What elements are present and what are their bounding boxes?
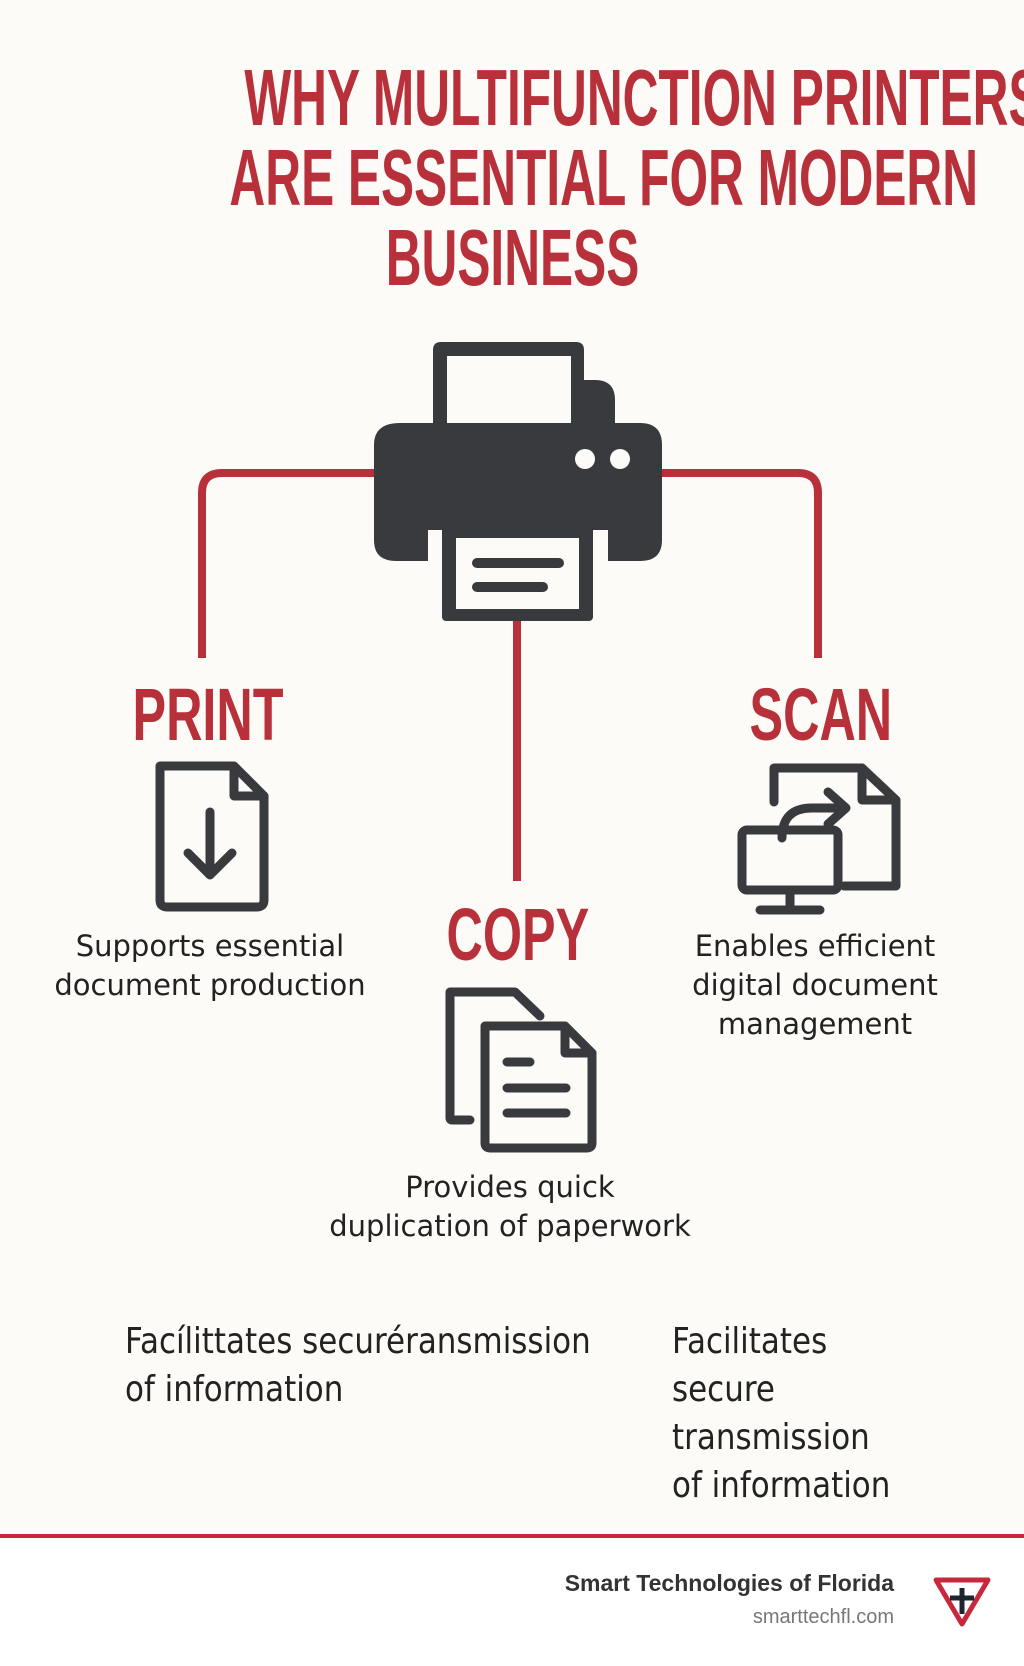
page-title-line-3: BUSINESS [385, 213, 639, 302]
footer [0, 1538, 1024, 1666]
copy-documents-icon [445, 987, 597, 1153]
scan-to-computer-icon [737, 763, 901, 915]
connector-lines [198, 469, 822, 881]
connector-print [198, 469, 376, 658]
document-download-icon [155, 761, 269, 912]
company-name: Smart Technologies of Florida [564, 1570, 894, 1596]
page-title-line-2: ARE ESSENTIAL FOR MODERN [229, 133, 979, 222]
function-label-scan: SCAN [749, 673, 893, 756]
company-url: smarttechfl.com [752, 1606, 894, 1628]
page-title-line-1: WHY MULTIFUNCTION PRINTERS [244, 53, 1024, 142]
smart-technologies-logo [933, 1577, 991, 1627]
footer-divider [0, 1534, 1024, 1538]
printer-icon [374, 342, 662, 621]
connector-scan [660, 469, 822, 658]
function-label-print: PRINT [132, 673, 284, 756]
function-label-copy: COPY [446, 893, 590, 976]
